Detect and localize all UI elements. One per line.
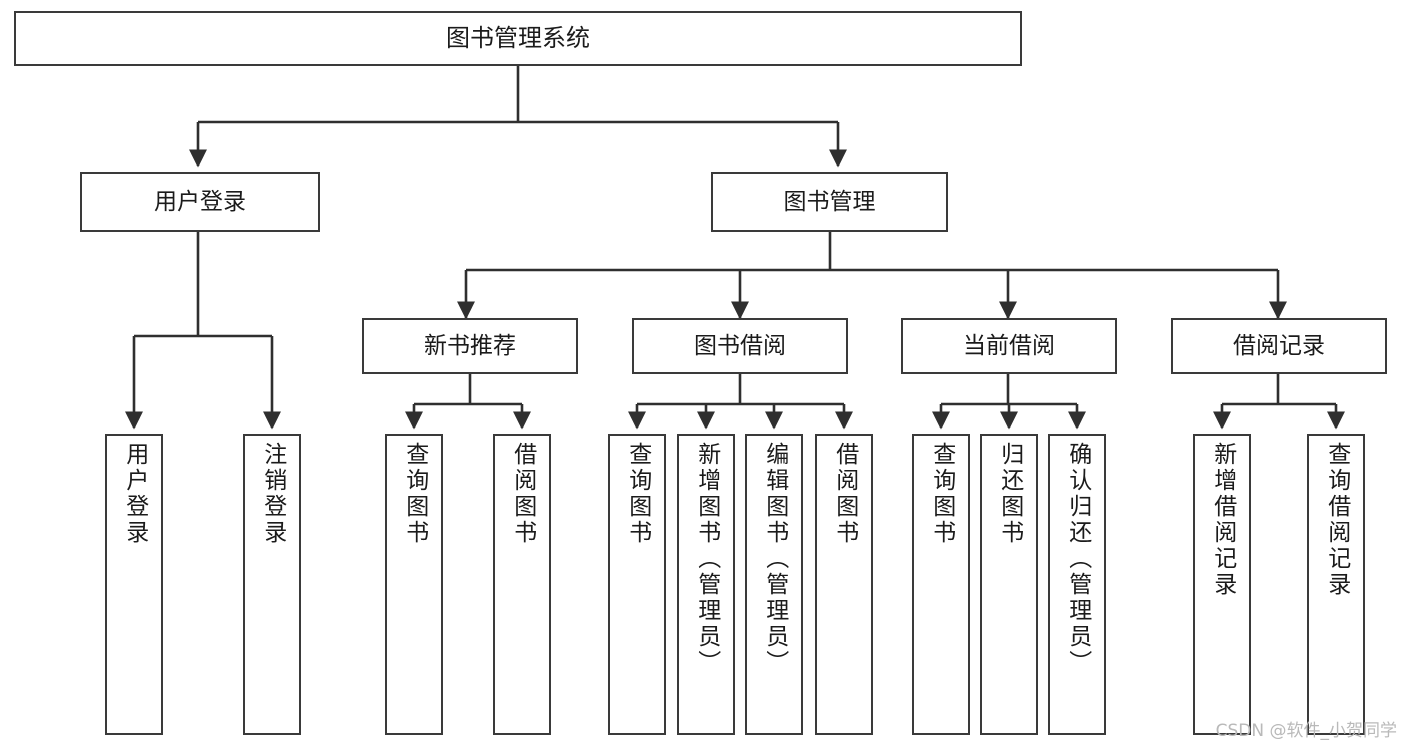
node-leaf-logout[interactable]: 注销登录 [243, 434, 301, 735]
node-user-login[interactable]: 用户登录 [80, 172, 320, 232]
node-label: 编辑图书（管理员） [761, 442, 788, 676]
node-leaf-borrow-book[interactable]: 借阅图书 [815, 434, 873, 735]
node-book-borrow[interactable]: 图书借阅 [632, 318, 848, 374]
node-label: 用户登录 [154, 188, 246, 215]
node-label: 新增借阅记录 [1209, 442, 1236, 598]
node-label: 查询图书 [928, 442, 955, 546]
node-label: 图书管理 [783, 188, 876, 215]
node-leaf-add-book-admin[interactable]: 新增图书（管理员） [677, 434, 735, 735]
node-label: 查询借阅记录 [1323, 442, 1350, 598]
node-label: 图书管理系统 [446, 23, 590, 52]
node-label: 查询图书 [624, 442, 651, 546]
node-new-book-recommend[interactable]: 新书推荐 [362, 318, 578, 374]
node-label: 用户登录 [121, 442, 148, 546]
node-leaf-query-book-current[interactable]: 查询图书 [912, 434, 970, 735]
node-leaf-confirm-return-admin[interactable]: 确认归还（管理员） [1048, 434, 1106, 735]
node-leaf-borrow-book-recommend[interactable]: 借阅图书 [493, 434, 551, 735]
node-leaf-query-borrow-record[interactable]: 查询借阅记录 [1307, 434, 1365, 735]
node-borrow-record[interactable]: 借阅记录 [1171, 318, 1387, 374]
node-label: 新书推荐 [424, 332, 516, 359]
node-label: 新增图书（管理员） [693, 442, 720, 676]
node-label: 确认归还（管理员） [1064, 442, 1091, 676]
node-label: 借阅图书 [831, 442, 858, 546]
node-leaf-query-book-recommend[interactable]: 查询图书 [385, 434, 443, 735]
node-label: 查询图书 [401, 442, 428, 546]
node-leaf-add-borrow-record[interactable]: 新增借阅记录 [1193, 434, 1251, 735]
node-leaf-query-book-borrow[interactable]: 查询图书 [608, 434, 666, 735]
node-label: 当前借阅 [963, 332, 1055, 359]
node-leaf-user-login[interactable]: 用户登录 [105, 434, 163, 735]
node-label: 注销登录 [259, 442, 286, 546]
node-label: 图书借阅 [694, 332, 786, 359]
node-leaf-return-book[interactable]: 归还图书 [980, 434, 1038, 735]
node-book-management[interactable]: 图书管理 [711, 172, 948, 232]
node-label: 归还图书 [996, 442, 1023, 546]
watermark: CSDN @软件_小贺同学 [1215, 721, 1397, 741]
node-root-library-system[interactable]: 图书管理系统 [14, 11, 1022, 66]
node-label: 借阅记录 [1233, 332, 1325, 359]
node-label: 借阅图书 [509, 442, 536, 546]
node-leaf-edit-book-admin[interactable]: 编辑图书（管理员） [745, 434, 803, 735]
node-current-borrow[interactable]: 当前借阅 [901, 318, 1117, 374]
